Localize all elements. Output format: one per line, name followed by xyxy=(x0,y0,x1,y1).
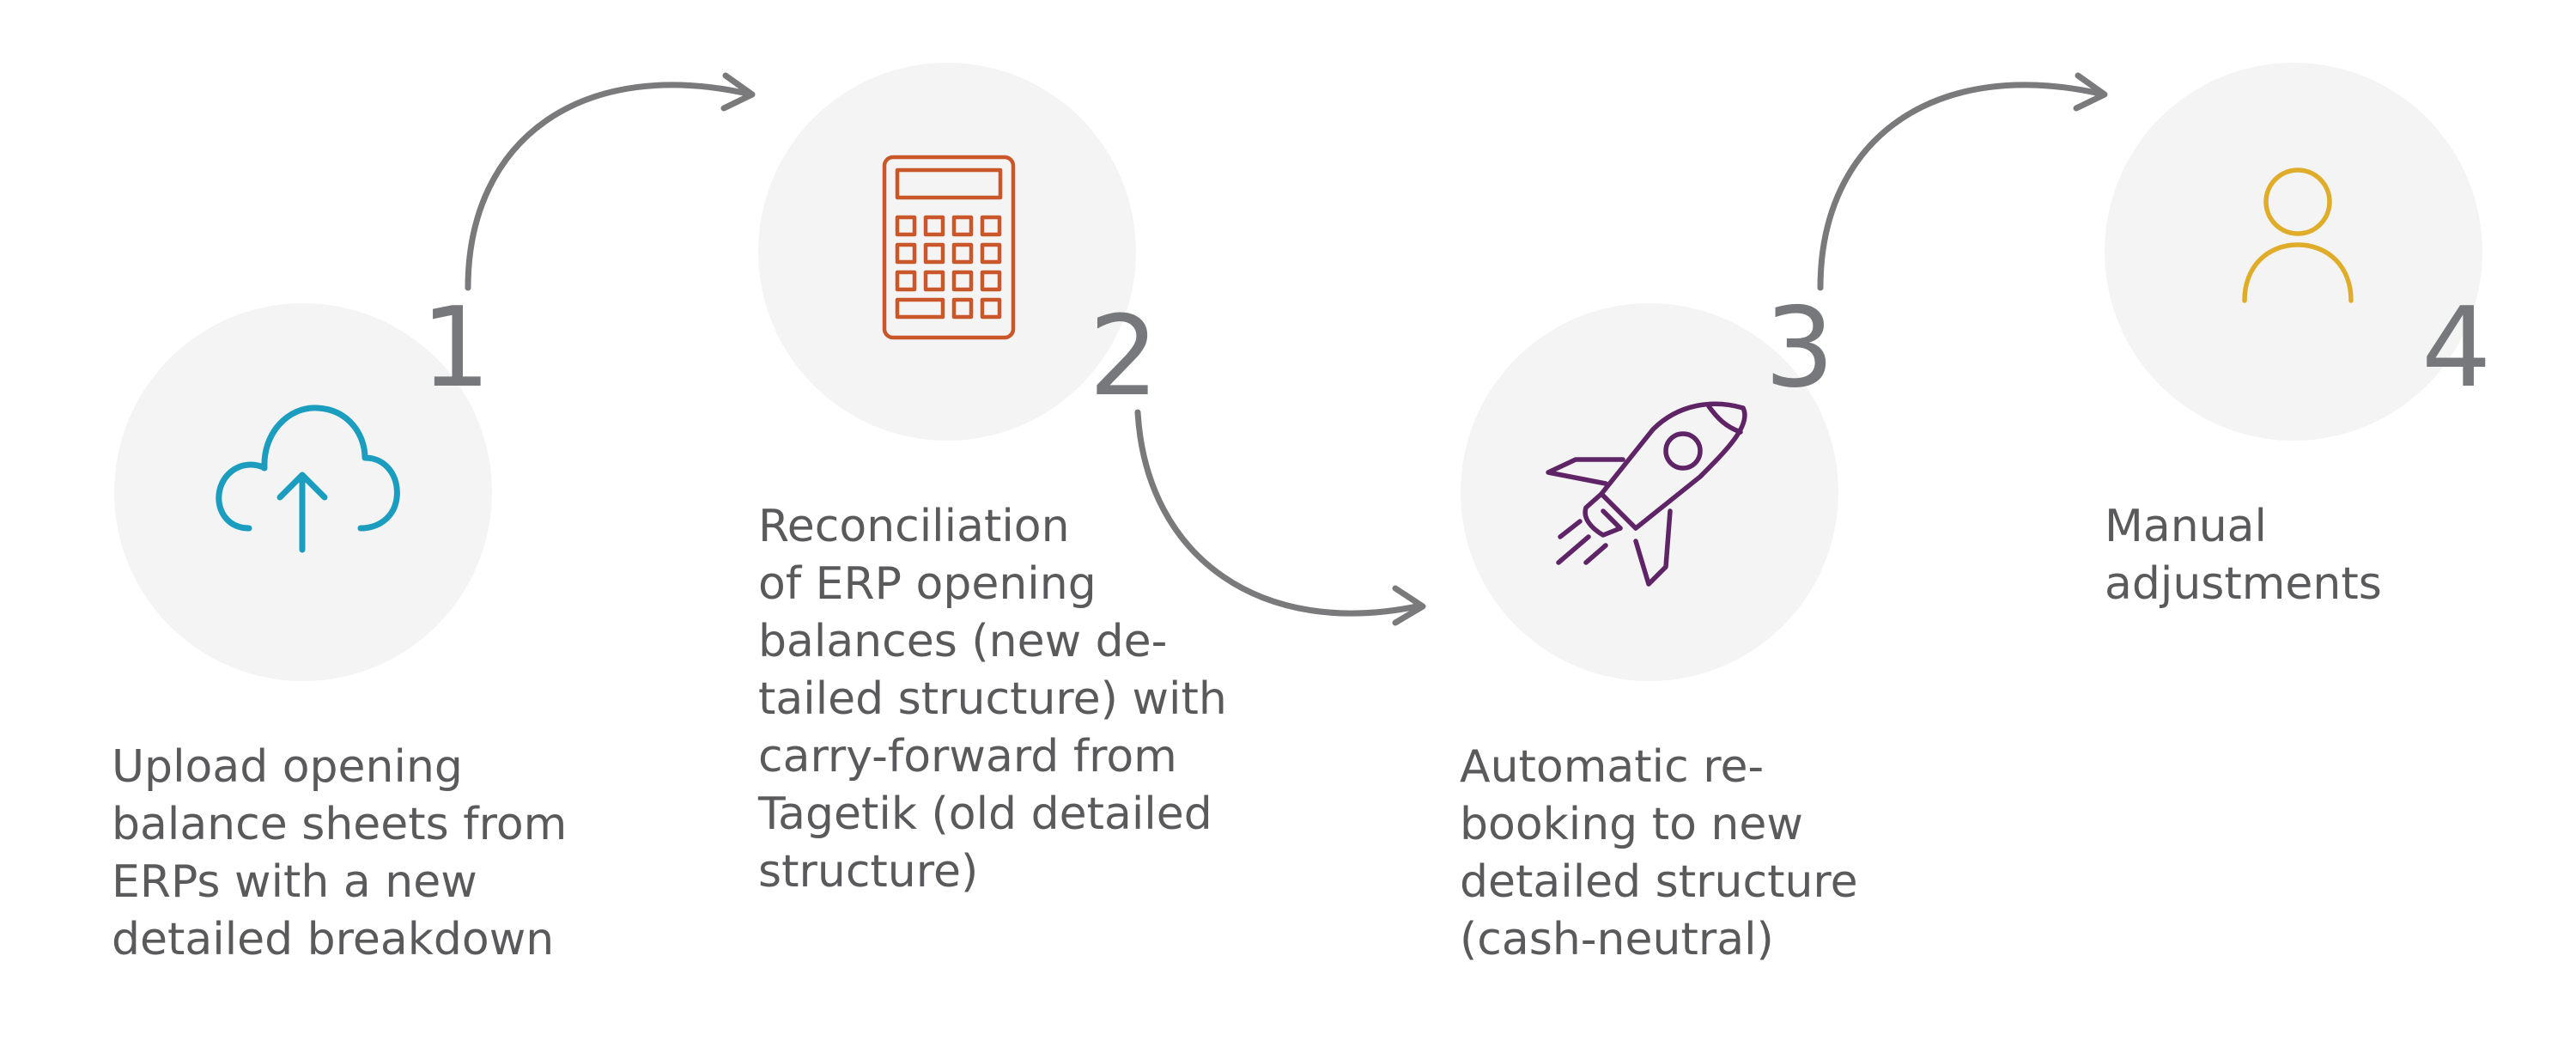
step-3-circle xyxy=(1461,303,1838,681)
step-2-description: Reconciliation of ERP opening balances (… xyxy=(758,501,1227,898)
step-4-description: Manual adjustments xyxy=(2105,501,2382,610)
step-2-number: 2 xyxy=(1089,293,1159,421)
rocket-icon xyxy=(1546,401,1747,587)
calculator-icon xyxy=(882,155,1016,340)
user-icon xyxy=(2242,167,2354,303)
arrow-1-to-2-head xyxy=(720,72,756,112)
step-1-number: 1 xyxy=(421,284,491,412)
arrow-2-to-3 xyxy=(1134,409,1425,617)
arrow-2-to-3-head xyxy=(1392,585,1426,626)
arrow-3-to-4 xyxy=(1817,82,2107,291)
step-1-description: Upload opening balance sheets from ERPs … xyxy=(112,741,568,965)
step-3-description: Automatic re- booking to new detailed st… xyxy=(1460,741,1858,965)
step-3-number: 3 xyxy=(1765,284,1835,412)
step-4-circle xyxy=(2105,63,2482,441)
arrow-3-to-4-head xyxy=(2073,72,2108,112)
step-2-circle xyxy=(758,63,1136,441)
arrow-1-to-2 xyxy=(465,82,755,291)
cloud-upload-icon xyxy=(216,405,400,553)
step-4-number: 4 xyxy=(2421,284,2492,412)
